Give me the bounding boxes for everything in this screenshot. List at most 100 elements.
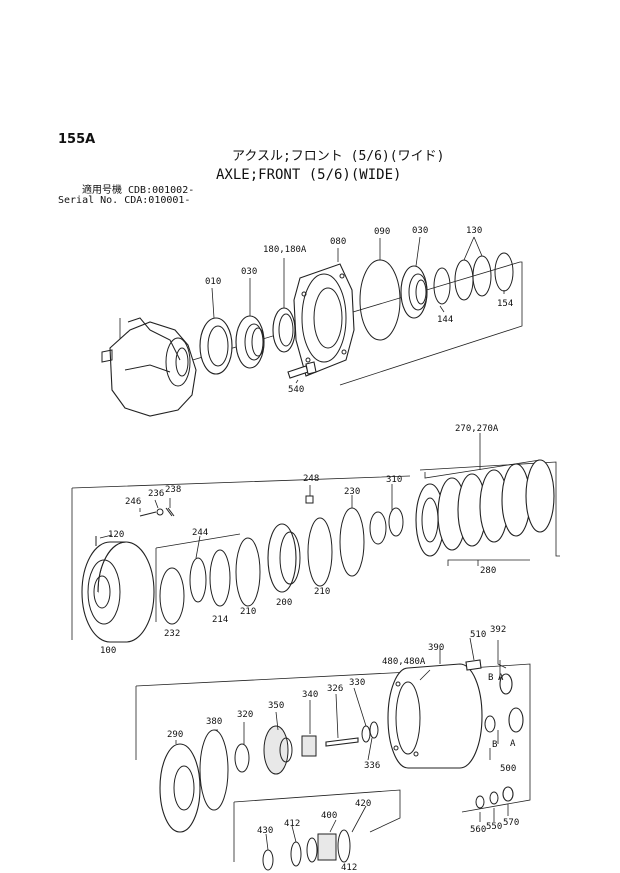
callout-392: 392 bbox=[490, 625, 506, 635]
callout-246: 246 bbox=[125, 497, 141, 507]
part-350-gear bbox=[263, 725, 293, 775]
callout-b-2: B bbox=[492, 740, 497, 750]
callout-130: 130 bbox=[466, 226, 482, 236]
row1-group: 010 030 180,180A 080 090 030 130 154 144… bbox=[101, 226, 523, 417]
callout-144: 144 bbox=[437, 315, 453, 325]
part-154-snapring bbox=[494, 252, 514, 292]
part-030-bearing-a bbox=[235, 315, 265, 369]
part-246-bolt bbox=[139, 511, 157, 517]
callout-120: 120 bbox=[108, 530, 124, 540]
callout-550: 550 bbox=[486, 822, 502, 832]
callout-420: 420 bbox=[355, 799, 371, 809]
callout-412-a: 412 bbox=[284, 819, 300, 829]
part-130-ring-b bbox=[472, 255, 492, 297]
part-330-washer bbox=[361, 725, 371, 743]
part-500-ring bbox=[484, 715, 496, 733]
part-030-bearing-b bbox=[400, 265, 428, 319]
part-336-pin bbox=[369, 721, 379, 739]
callout-310: 310 bbox=[386, 475, 402, 485]
callout-210-b: 210 bbox=[314, 587, 330, 597]
part-080-hub bbox=[293, 263, 355, 377]
callout-330: 330 bbox=[349, 678, 365, 688]
callout-326: 326 bbox=[327, 684, 343, 694]
callout-480: 480,480A bbox=[382, 657, 426, 667]
part-412-ring-b bbox=[306, 837, 318, 863]
callout-a-2: A bbox=[510, 739, 516, 749]
title-japanese: アクスル;フロント (5/6)(ワイド) bbox=[232, 149, 445, 164]
callout-340: 340 bbox=[302, 690, 318, 700]
callout-a-1: A bbox=[498, 673, 504, 683]
callout-248: 248 bbox=[303, 474, 319, 484]
part-560-plug bbox=[475, 795, 485, 809]
callout-180: 180,180A bbox=[263, 245, 307, 255]
part-290-plate bbox=[159, 743, 201, 833]
part-392-cap bbox=[499, 673, 513, 695]
callout-090: 090 bbox=[374, 227, 390, 237]
part-570-cap bbox=[502, 786, 514, 802]
part-010-seal bbox=[199, 317, 233, 375]
callout-390: 390 bbox=[428, 643, 444, 653]
row3-group: 510 392 390 480,480A 350 340 326 330 320… bbox=[135, 625, 531, 873]
part-230-ring bbox=[339, 507, 365, 577]
callout-080: 080 bbox=[330, 237, 346, 247]
part-390-carrier bbox=[387, 663, 483, 769]
callout-030-b: 030 bbox=[412, 226, 428, 236]
part-238-spring bbox=[165, 507, 175, 517]
callout-200: 200 bbox=[276, 598, 292, 608]
callout-336: 336 bbox=[364, 761, 380, 771]
callout-232: 232 bbox=[164, 629, 180, 639]
title-english: AXLE;FRONT (5/6)(WIDE) bbox=[216, 167, 402, 183]
part-510-bolt bbox=[465, 659, 482, 671]
part-550-ring bbox=[489, 791, 499, 805]
row2-group: 270,270A 248 246 236 238 230 310 120 244… bbox=[71, 424, 560, 656]
part-392-cap-b bbox=[508, 707, 524, 733]
part-310-spring-b bbox=[388, 507, 404, 537]
part-340-needle-bearing bbox=[301, 735, 317, 757]
callout-430: 430 bbox=[257, 826, 273, 836]
callout-320: 320 bbox=[237, 710, 253, 720]
callout-540: 540 bbox=[288, 385, 304, 395]
part-412-ring-a bbox=[290, 841, 302, 867]
part-380-ring bbox=[199, 729, 229, 811]
callout-210-a: 210 bbox=[240, 607, 256, 617]
callout-500: 500 bbox=[500, 764, 516, 774]
part-214-ring bbox=[209, 549, 231, 607]
callout-236: 236 bbox=[148, 489, 164, 499]
part-232-ring bbox=[159, 567, 185, 625]
callout-230: 230 bbox=[344, 487, 360, 497]
callout-214: 214 bbox=[212, 615, 228, 625]
callout-010: 010 bbox=[205, 277, 221, 287]
callout-270: 270,270A bbox=[455, 424, 499, 434]
part-210-ring-a bbox=[235, 537, 261, 607]
part-420-ring bbox=[337, 829, 351, 863]
callout-510: 510 bbox=[470, 630, 486, 640]
part-210-ring-b bbox=[307, 517, 333, 587]
part-320-thrust bbox=[234, 743, 250, 773]
callout-290: 290 bbox=[167, 730, 183, 740]
callout-b-1: B bbox=[488, 673, 493, 683]
page-number: 155A bbox=[58, 132, 96, 147]
callout-412-b: 412 bbox=[341, 863, 357, 873]
callout-100: 100 bbox=[100, 646, 116, 656]
callout-154: 154 bbox=[497, 299, 513, 309]
part-310-spring-a bbox=[369, 511, 387, 545]
callout-244: 244 bbox=[192, 528, 208, 538]
part-200-piston bbox=[267, 523, 301, 593]
callout-560: 560 bbox=[470, 825, 486, 835]
knuckle-housing-drawing bbox=[101, 317, 197, 417]
callout-380: 380 bbox=[206, 717, 222, 727]
callout-350: 350 bbox=[268, 701, 284, 711]
callout-280: 280 bbox=[480, 566, 496, 576]
part-248-plug bbox=[305, 495, 314, 504]
part-180-ring bbox=[272, 307, 296, 353]
part-244-spring bbox=[189, 557, 207, 603]
part-144-ring bbox=[433, 267, 451, 305]
serial-number-line: Serial No. CDA:010001- bbox=[58, 195, 191, 206]
part-540-bolt bbox=[287, 361, 317, 379]
callout-238: 238 bbox=[165, 485, 181, 495]
part-100-drum bbox=[81, 541, 155, 643]
part-326-shaft bbox=[325, 737, 359, 747]
part-400-gear bbox=[317, 833, 337, 861]
